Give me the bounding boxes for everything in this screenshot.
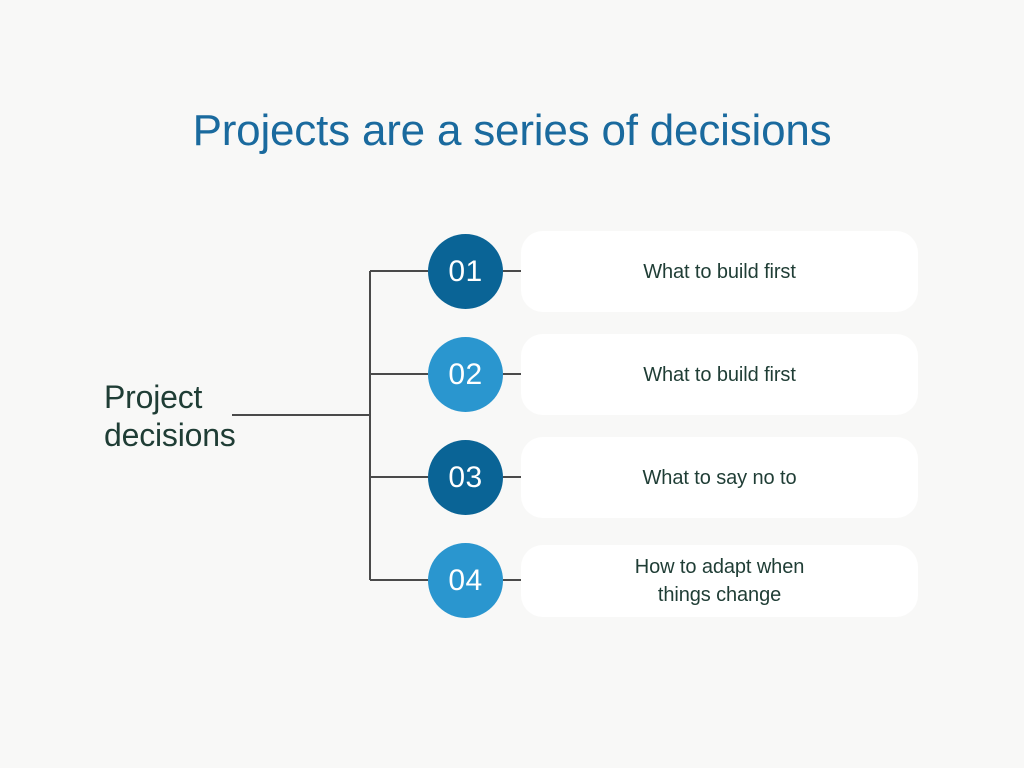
decision-card-text-02: What to build first (643, 361, 796, 389)
page-title: Projects are a series of decisions (192, 106, 832, 155)
step-badge-02: 02 (428, 337, 503, 412)
decision-card-text-03: What to say no to (643, 464, 797, 492)
root-node-label-line2: decisions (104, 417, 236, 453)
decision-card-line1: What to build first (643, 260, 796, 283)
decision-card-line2: things change (657, 584, 782, 606)
decision-card-line1: What to say no to (642, 466, 797, 489)
decision-card-text-01: What to build first (643, 258, 796, 286)
step-badge-03: 03 (428, 440, 503, 515)
step-badge-01: 01 (428, 234, 503, 309)
step-badge-04: 04 (428, 543, 503, 618)
list-item[interactable]: 04 How to adapt when things change (428, 543, 920, 618)
decision-card-02[interactable]: What to build first (521, 334, 918, 415)
decision-card-01[interactable]: What to build first (521, 231, 918, 312)
decision-card-text-04: How to adapt when things change (635, 553, 805, 609)
decision-card-line1: How to adapt when (634, 556, 805, 578)
decision-card-04[interactable]: How to adapt when things change (521, 545, 918, 617)
decision-card-line1: What to build first (643, 363, 796, 386)
root-node-label-line1: Project (104, 379, 203, 415)
list-item[interactable]: 02 What to build first (428, 334, 920, 415)
list-item[interactable]: 01 What to build first (428, 231, 920, 312)
decision-card-03[interactable]: What to say no to (521, 437, 918, 518)
list-item[interactable]: 03 What to say no to (428, 437, 920, 518)
root-node-label: Project decisions (104, 378, 354, 454)
